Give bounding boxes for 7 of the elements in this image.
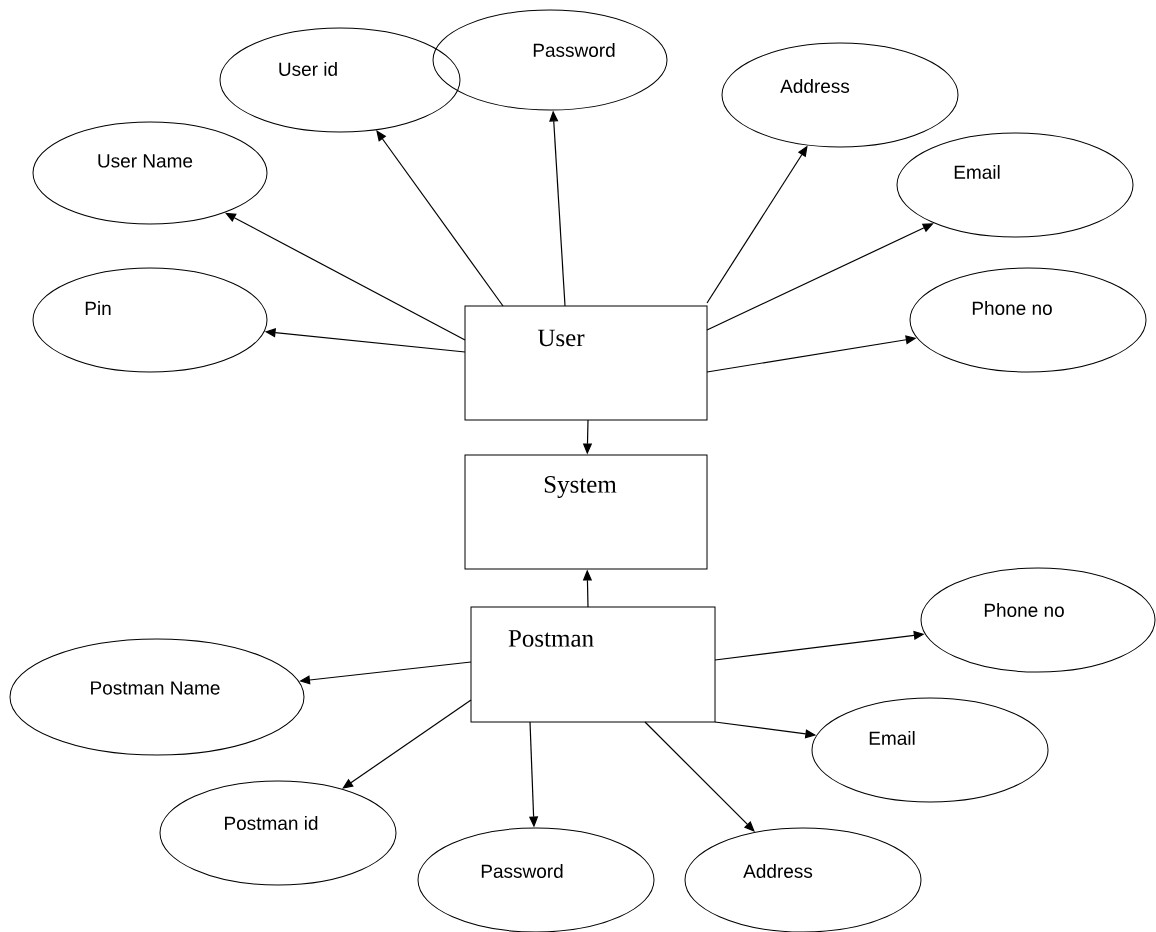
arrow <box>299 661 472 685</box>
arrow <box>644 721 755 832</box>
arrow <box>376 130 504 307</box>
entity-box: System <box>464 454 708 570</box>
entity-box: User <box>464 305 708 421</box>
arrow <box>342 699 472 789</box>
entity-box: Postman <box>470 606 716 723</box>
